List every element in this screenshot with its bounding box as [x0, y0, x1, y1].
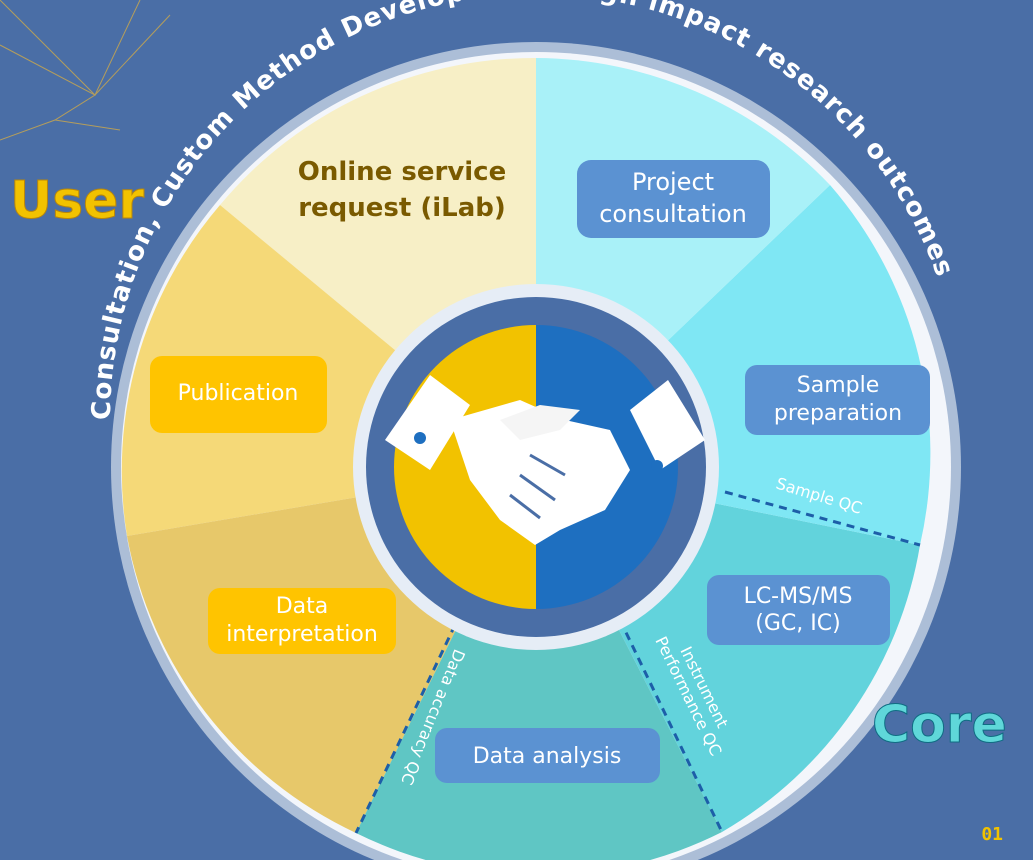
- data-analysis-box[interactable]: Data analysis: [435, 728, 660, 783]
- online-service-label-line2: request (iLab): [298, 193, 506, 223]
- publication-box[interactable]: Publication: [150, 356, 327, 433]
- svg-text:Data: Data: [276, 594, 329, 619]
- page-number: 01: [981, 824, 1003, 845]
- data-interpretation-box[interactable]: Data interpretation: [208, 588, 396, 654]
- svg-text:consultation: consultation: [599, 200, 747, 228]
- online-service-label: Online service: [298, 157, 506, 187]
- svg-text:(GC, IC): (GC, IC): [755, 611, 840, 636]
- svg-text:interpretation: interpretation: [226, 622, 378, 647]
- handshake-icon: [385, 375, 705, 545]
- svg-text:Project: Project: [632, 168, 714, 196]
- svg-text:Data analysis: Data analysis: [473, 744, 622, 769]
- user-label: User: [10, 171, 144, 231]
- sample-qc-line: [724, 490, 921, 547]
- decorative-lines: [0, 0, 171, 141]
- core-label: Core: [872, 695, 1007, 755]
- svg-text:Publication: Publication: [178, 381, 299, 406]
- project-consultation-box[interactable]: Project consultation: [577, 160, 770, 238]
- sample-preparation-box[interactable]: Sample preparation: [745, 365, 930, 435]
- instrument-qc-line: [618, 619, 724, 833]
- lcms-box[interactable]: LC-MS/MS (GC, IC): [707, 575, 890, 645]
- svg-text:Sample: Sample: [797, 373, 880, 398]
- svg-text:LC-MS/MS: LC-MS/MS: [744, 584, 853, 609]
- data-accuracy-qc-line: [354, 624, 457, 834]
- svg-text:preparation: preparation: [774, 401, 902, 426]
